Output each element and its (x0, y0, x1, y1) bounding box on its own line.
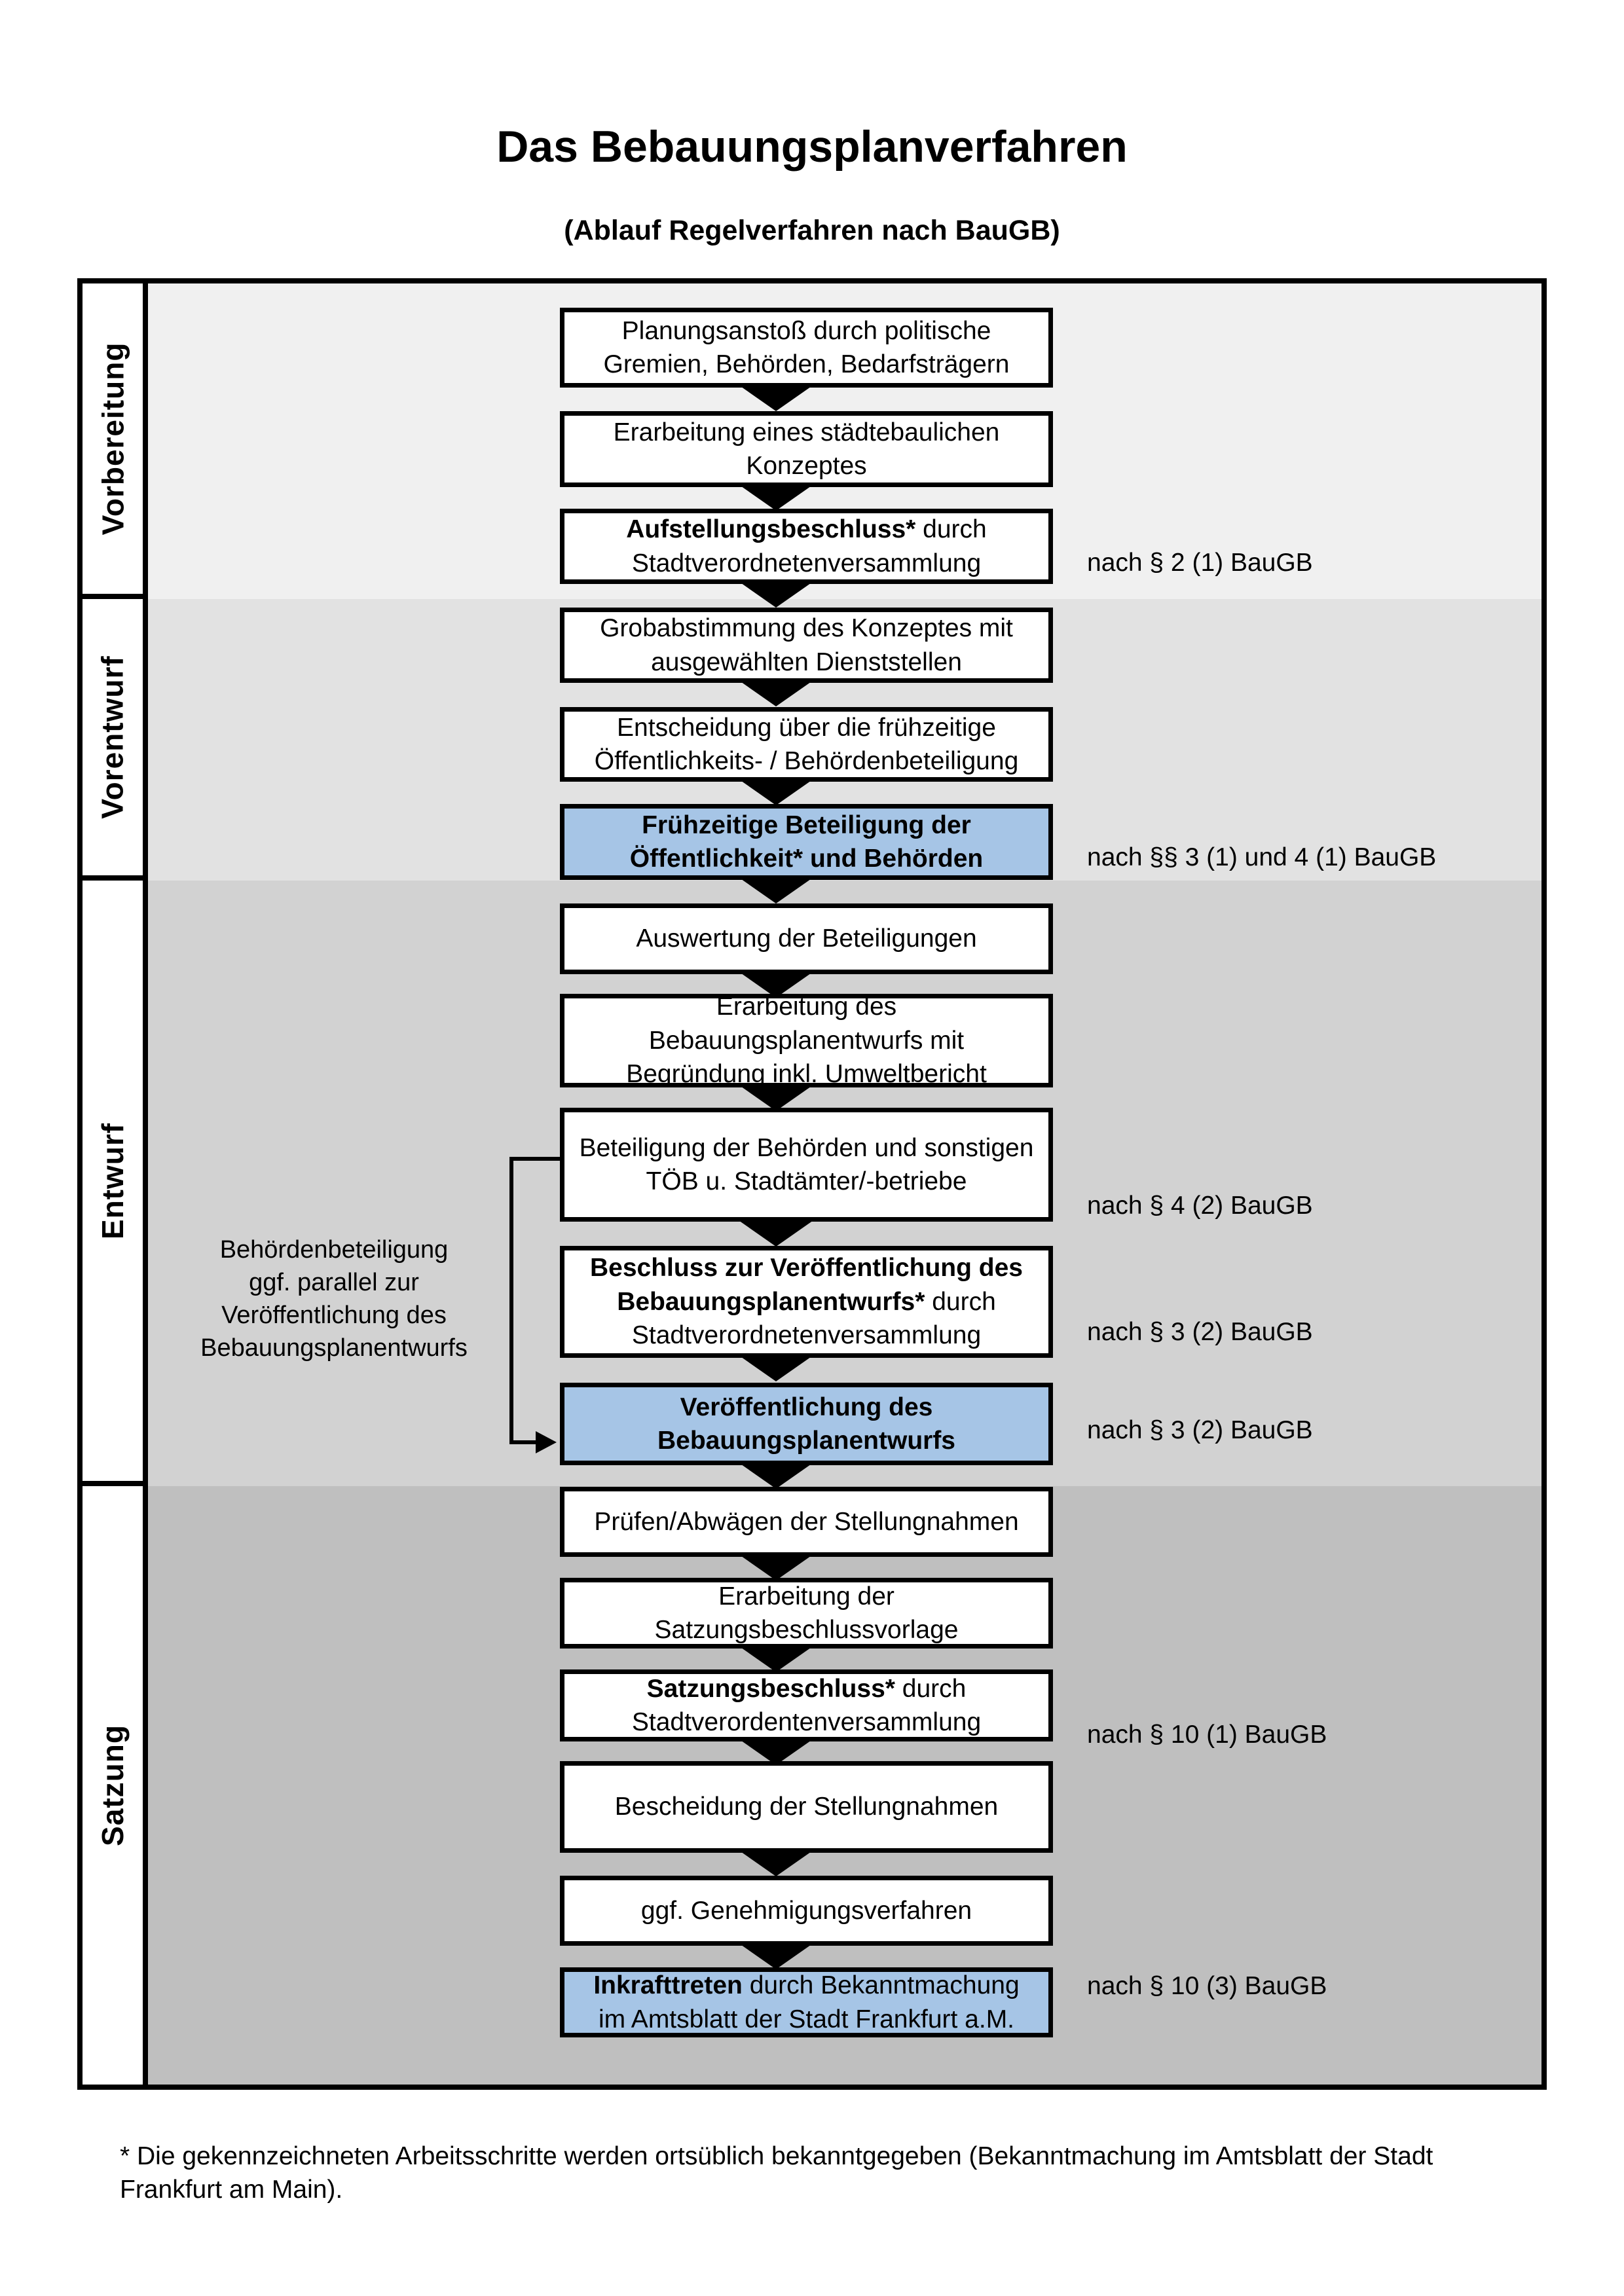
arrow-down-icon (737, 1461, 815, 1489)
box-text: durch Bekanntmachung im Amtsblatt der St… (598, 1971, 1020, 2033)
box-bold-text: Beschluss zur Veröffentlichung des Bebau… (590, 1254, 1023, 1316)
connector-line (509, 1157, 560, 1161)
box-text: durch Stadtverordnetenversammlung (631, 1287, 996, 1350)
flow-box-aufstellungsbeschluss: Aufstellungsbeschluss* durch Stadtverord… (560, 509, 1053, 584)
flow-box-entscheidung-beteiligung: Entscheidung über die frühzeitige Öffent… (560, 707, 1053, 782)
page-title: Das Bebauungsplanverfahren (496, 122, 1128, 172)
flow-box-planungsanstoss: Planungsanstoß durch politische Gremien,… (560, 308, 1053, 388)
legal-ref: nach § 4 (2) BauGB (1087, 1192, 1313, 1220)
legal-ref: nach §§ 3 (1) und 4 (1) BauGB (1087, 843, 1437, 871)
arrow-down-icon (737, 1738, 815, 1765)
box-text: durch Stadtverordnetenversammlung (631, 515, 987, 577)
side-note-line: ggf. parallel zur (249, 1269, 419, 1296)
box-text: Beteiligung der Behörden und sonstigen T… (579, 1133, 1034, 1195)
box-text: Bescheidung der Stellungnahmen (614, 1793, 999, 1821)
box-text: ggf. Genehmigungsverfahren (640, 1896, 972, 1925)
flow-box-bescheidung: Bescheidung der Stellungnahmen (560, 1761, 1053, 1853)
arrow-down-icon (737, 778, 815, 805)
phase-cell-vorbereitung: Vorbereitung (83, 283, 148, 599)
box-bold-text: Aufstellungsbeschluss* (626, 515, 916, 544)
connector-line (509, 1440, 537, 1444)
box-text: Prüfen/Abwägen der Stellungnahmen (594, 1507, 1019, 1536)
flow-box-behoerdenbeteiligung: Beteiligung der Behörden und sonstigen T… (560, 1108, 1053, 1222)
page-subtitle: (Ablauf Regelverfahren nach BauGB) (564, 215, 1060, 246)
phase-label-entwurf: Entwurf (96, 1122, 130, 1239)
arrow-down-icon (737, 1553, 815, 1580)
phase-cell-entwurf: Entwurf (83, 881, 148, 1486)
arrow-down-icon (737, 679, 815, 706)
legal-ref: nach § 10 (3) BauGB (1087, 1972, 1327, 2000)
flow-box-veroeffentlichungsbeschluss: Beschluss zur Veröffentlichung des Bebau… (560, 1246, 1053, 1358)
side-note-line: Veröffentlichung des (221, 1302, 447, 1329)
box-text: Erarbeitung eines städtebaulichen Konzep… (613, 418, 1000, 480)
flow-box-pruefen-abwaegen: Prüfen/Abwägen der Stellungnahmen (560, 1487, 1053, 1557)
box-text: Entscheidung über die frühzeitige Öffent… (594, 713, 1019, 775)
legal-ref: nach § 2 (1) BauGB (1087, 549, 1313, 577)
footnote: * Die gekennzeichneten Arbeitsschritte w… (120, 2142, 1433, 2204)
legal-ref: nach § 3 (2) BauGB (1087, 1318, 1313, 1346)
phase-label-satzung: Satzung (96, 1724, 130, 1846)
flow-box-satzungsvorlage: Erarbeitung der Satzungsbeschlussvorlage (560, 1578, 1053, 1649)
phase-cell-satzung: Satzung (83, 1486, 148, 2085)
box-text: Auswertung der Beteiligungen (636, 924, 977, 953)
legal-ref: nach § 3 (2) BauGB (1087, 1416, 1313, 1444)
arrow-down-icon (737, 1219, 815, 1247)
arrow-down-icon (737, 876, 815, 903)
arrow-down-icon (737, 1645, 815, 1672)
flow-box-auswertung: Auswertung der Beteiligungen (560, 903, 1053, 974)
side-note: Behördenbeteiligung ggf. parallel zur Ve… (164, 1233, 504, 1364)
box-text: Grobabstimmung des Konzeptes mit ausgewä… (600, 614, 1013, 676)
legal-ref: nach § 10 (1) BauGB (1087, 1721, 1327, 1749)
flow-box-genehmigungsverfahren: ggf. Genehmigungsverfahren (560, 1876, 1053, 1946)
arrow-down-icon (737, 1942, 815, 1969)
arrow-down-icon (737, 970, 815, 998)
box-text: Erarbeitung der Satzungsbeschlussvorlage (654, 1582, 959, 1644)
flow-box-grobabstimmung: Grobabstimmung des Konzeptes mit ausgewä… (560, 608, 1053, 683)
box-text: Erarbeitung des Bebauungsplanentwurfs mi… (626, 993, 987, 1089)
box-text: durch Stadtverordentenversammlung (631, 1674, 982, 1736)
arrow-right-icon (536, 1431, 557, 1453)
connector-line (509, 1157, 513, 1444)
arrow-down-icon (737, 1084, 815, 1111)
side-note-line: Bebauungsplanentwurfs (200, 1334, 468, 1362)
flow-box-veroeffentlichung: Veröffentlichung des Bebauungsplanentwur… (560, 1383, 1053, 1465)
flow-box-satzungsbeschluss: Satzungsbeschluss* durch Stadtverordente… (560, 1669, 1053, 1741)
flow-box-inkrafttreten: Inkrafttreten durch Bekanntmachung im Am… (560, 1967, 1053, 2037)
arrow-down-icon (737, 1354, 815, 1381)
box-bold-text: Satzungsbeschluss* (646, 1674, 895, 1703)
side-note-line: Behördenbeteiligung (219, 1236, 449, 1264)
flow-box-fruehzeitige-beteiligung: Frühzeitige Beteiligung der Öffentlichke… (560, 804, 1053, 880)
arrow-down-icon (737, 483, 815, 511)
arrow-down-icon (737, 384, 815, 411)
arrow-down-icon (737, 1849, 815, 1876)
phase-cell-vorentwurf: Vorentwurf (83, 599, 148, 881)
box-bold-text: Inkrafttreten (593, 1971, 743, 2000)
arrow-down-icon (737, 580, 815, 608)
box-bold-text: Frühzeitige Beteiligung der Öffentlichke… (629, 811, 984, 873)
box-text: Planungsanstoß durch politische Gremien,… (603, 316, 1010, 378)
flow-box-konzept-erarbeitung: Erarbeitung eines städtebaulichen Konzep… (560, 411, 1053, 487)
phase-label-vorentwurf: Vorentwurf (96, 655, 130, 819)
phase-label-vorbereitung: Vorbereitung (96, 342, 130, 536)
box-bold-text: Veröffentlichung des Bebauungsplanentwur… (657, 1393, 956, 1455)
flow-box-entwurf-erarbeitung: Erarbeitung des Bebauungsplanentwurfs mi… (560, 993, 1053, 1089)
